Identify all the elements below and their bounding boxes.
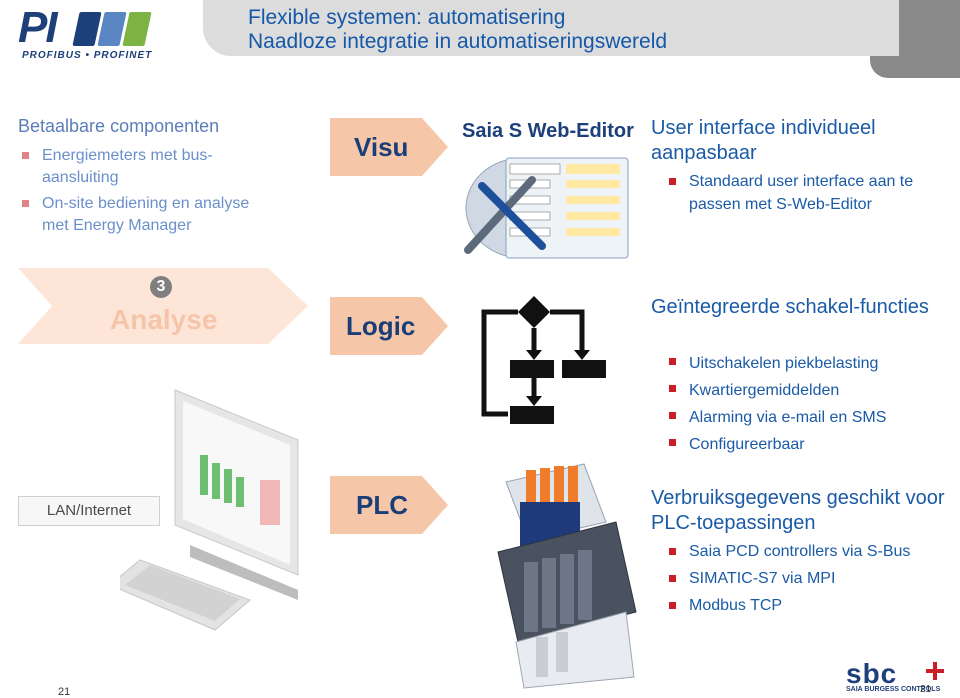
list-item: Saia PCD controllers via S-Bus	[651, 540, 951, 563]
bullet-icon	[669, 358, 676, 365]
sbc-logo-subtitle: SAIA BURGESS CONTROLS	[846, 686, 941, 693]
monitor-illustration	[120, 389, 299, 631]
left-heading: Betaalbare componenten	[18, 116, 220, 136]
logic-chevron	[330, 297, 448, 355]
bullet-icon	[669, 412, 676, 419]
bullet-icon	[22, 152, 29, 159]
section2-list: Uitschakelen piekbelasting Kwartiergemid…	[651, 350, 951, 458]
step-number-badge: 3	[150, 276, 172, 298]
web-editor-logo: Saia S Web-Editor	[462, 120, 634, 142]
list-item: On-site bediening en analyse met Energy …	[18, 193, 278, 237]
corner-page-number: 21	[920, 684, 932, 695]
bullet-icon	[669, 548, 676, 555]
visu-label-box: Visu	[330, 118, 450, 176]
list-item: SIMATIC-S7 via MPI	[651, 567, 951, 590]
list-item: Modbus TCP	[651, 594, 951, 617]
analyse-chevron	[18, 268, 308, 344]
bullet-icon	[669, 602, 676, 609]
sbc-logo: sbc SAIA BURGESS CONTROLS	[840, 656, 950, 696]
logic-label: Logic	[346, 311, 416, 341]
bullet-icon	[669, 178, 676, 185]
left-bullet-list: Energiemeters met bus-aansluiting On-sit…	[18, 145, 278, 241]
plc-label-box: PLC	[330, 476, 450, 534]
sbc-logo-text: sbc	[846, 658, 898, 689]
section2-heading: Geïntegreerde schakel-functies	[651, 296, 929, 318]
bullet-icon	[669, 385, 676, 392]
pi-logo: PI PROFIBUS • PROFINET	[18, 3, 168, 61]
pi-logo-blocks	[72, 12, 152, 51]
title-bar	[203, 0, 899, 56]
section1-list: Standaard user interface aan te passen m…	[651, 170, 951, 216]
list-item: Configureerbaar	[651, 431, 951, 458]
plc-chevron	[330, 476, 448, 534]
flowchart-icon	[481, 296, 606, 424]
web-editor-graphic	[464, 157, 629, 259]
sbc-cross-icon	[926, 662, 944, 680]
list-item: Uitschakelen piekbelasting	[651, 350, 951, 377]
pi-logo-subtitle: PROFIBUS • PROFINET	[22, 50, 153, 61]
bullet-icon	[669, 439, 676, 446]
pi-logo-text: PI	[18, 3, 58, 52]
web-editor-illustration: Saia S Web-Editor	[462, 120, 634, 260]
plc-label: PLC	[356, 490, 408, 520]
list-item: Alarming via e-mail en SMS	[651, 404, 951, 431]
section3-heading: Verbruiksgegevens geschikt voor PLC-toep…	[651, 487, 945, 534]
list-item: Energiemeters met bus-aansluiting	[18, 145, 278, 189]
slide-title: Flexible systemen: automatisering	[248, 6, 566, 29]
visu-label: Visu	[354, 132, 409, 162]
logic-label-box: Logic	[330, 297, 450, 355]
plc-hardware-illustration	[497, 463, 637, 689]
list-item: Standaard user interface aan te passen m…	[651, 170, 951, 216]
step-label: Analyse	[110, 304, 218, 335]
slide-subtitle: Naadloze integratie in automatiseringswe…	[248, 30, 668, 53]
page-number: 21	[58, 686, 71, 698]
section3-list: Saia PCD controllers via S-Bus SIMATIC-S…	[651, 540, 951, 617]
bullet-icon	[669, 575, 676, 582]
visu-chevron	[330, 118, 448, 176]
section1-heading: User interface individueel aanpasbaar	[651, 117, 876, 164]
lan-internet-label: LAN/Internet	[18, 496, 160, 526]
list-item: Kwartiergemiddelden	[651, 377, 951, 404]
bullet-icon	[22, 200, 29, 207]
